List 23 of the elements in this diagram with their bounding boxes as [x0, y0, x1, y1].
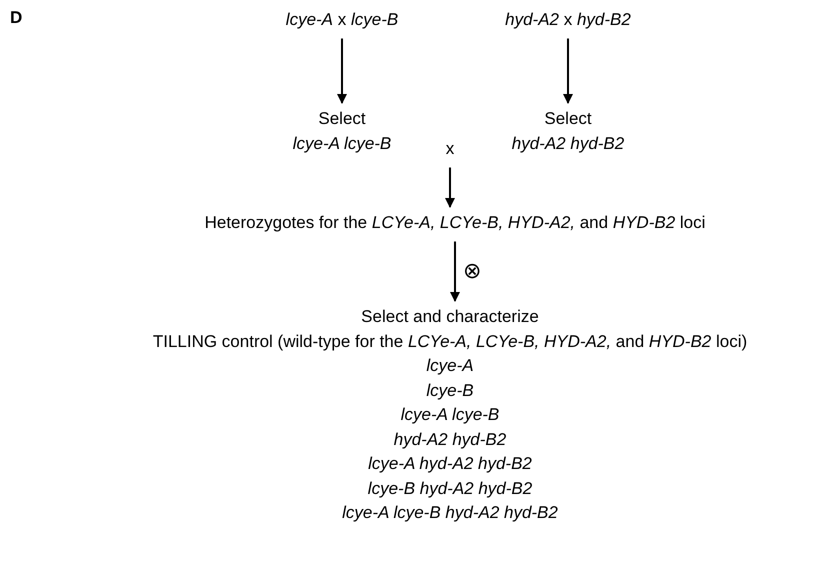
arrow — [337, 38, 347, 104]
node-text: Select and characterize — [360, 306, 540, 328]
node-text: TILLING control (wild-type for the LCYe-A, LCYe-B, HYD-A2, and HYD-B2 loci) — [152, 330, 748, 352]
edge-label: ⊗ — [463, 258, 481, 284]
node-text: hyd-A2 hyd-B2 — [392, 428, 508, 450]
node-text: Heterozygotes for the LCYe-A, LCYe-B, HYD-A2, and HYD-B2 loci — [204, 212, 706, 234]
arrow — [445, 168, 455, 208]
node-text: hyd-A2 hyd-B2 — [512, 132, 624, 154]
node-text: lcye-A x lcye-B — [286, 9, 398, 31]
panel-letter: D — [10, 8, 22, 28]
node-text: lcye-A lcye-B — [292, 132, 392, 154]
node-text: Select — [543, 108, 593, 130]
node-text: hyd-A2 x hyd-B2 — [505, 9, 631, 31]
arrow — [563, 38, 573, 104]
cross-symbol: x — [446, 138, 454, 160]
node-text: lcye-A — [425, 355, 475, 377]
node-text: Select — [317, 108, 367, 130]
node-text: lcye-A hyd-A2 hyd-B2 — [367, 453, 533, 475]
arrow — [450, 242, 460, 302]
node-text: lcye-A lcye-B — [400, 404, 500, 426]
node-text: lcye-B hyd-A2 hyd-B2 — [366, 478, 534, 500]
node-text: lcye-B — [425, 380, 475, 402]
node-text: lcye-A lcye-B hyd-A2 hyd-B2 — [341, 502, 559, 524]
